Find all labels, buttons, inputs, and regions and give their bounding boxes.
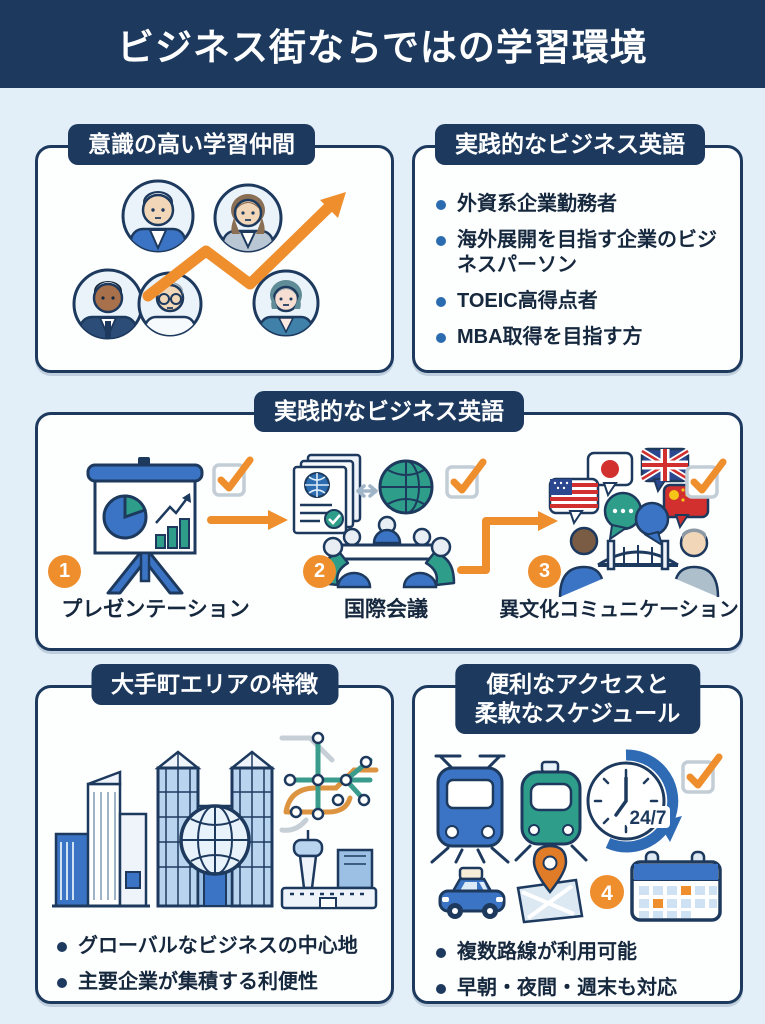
card-title-badge: 実践的なビジネス英語 [254, 391, 524, 432]
card-title-badge: 便利なアクセスと 柔軟なスケジュール [454, 664, 701, 734]
header-banner: ビジネス街ならではの学習環境 [0, 0, 765, 88]
japan-flag-icon [586, 451, 634, 498]
step-label: プレゼンテーション [61, 598, 250, 621]
area-bullet-list: グローバルなビジネスの中心地 主要企業が集積する利便性 [54, 934, 384, 1006]
us-flag-icon [548, 477, 600, 526]
city-buildings-icon [52, 770, 150, 908]
list-item: グローバルなビジネスの中心地 [54, 934, 384, 959]
card-practice-steps: 実践的なビジネス英語 1 プレゼンテーション [35, 391, 743, 651]
step-number-badge: 4 [590, 875, 624, 909]
card-learner-types: 実践的なビジネス英語 外資系企業勤務者 海外展開を目指す企業のビジネスパーソン … [412, 124, 743, 373]
bullet-dot-icon [436, 948, 446, 958]
business-district-illustration [52, 731, 379, 910]
step-arrow-icon [207, 510, 288, 530]
page-title: ビジネス街ならではの学習環境 [117, 27, 648, 68]
bullet-dot-icon [57, 978, 67, 988]
checkbox-check-icon [681, 753, 723, 794]
metro-map-icon [279, 731, 379, 833]
growth-arrow-icon [142, 192, 346, 302]
list-item: MBA取得を目指す方 [433, 325, 725, 350]
step-label: 異文化コミュニケーション [499, 599, 739, 621]
bridge-icon [597, 539, 679, 571]
card-access-schedule: 便利なアクセスと 柔軟なスケジュール [412, 664, 743, 1004]
list-item: 海外展開を目指す企業のビジネスパーソン [433, 228, 725, 278]
avatar-woman-teal-icon [252, 269, 320, 337]
card-study-peers: 意識の高い学習仲間 [35, 124, 394, 373]
bullet-dot-icon [436, 200, 446, 210]
bullet-dot-icon [436, 333, 446, 343]
avatar-man-navy-suit-icon [72, 268, 144, 340]
bullet-text: TOEIC高得点者 [457, 290, 598, 312]
bullet-text: MBA取得を目指す方 [457, 326, 643, 348]
clock-label: 24/7 [630, 808, 667, 829]
card-otemachi-area: 大手町エリアの特徴 [35, 664, 394, 1006]
presentation-board-icon [86, 457, 204, 595]
list-item: 主要企業が集積する利便性 [54, 970, 384, 995]
step-number-badge: 1 [48, 555, 81, 588]
uk-flag-icon [640, 447, 690, 494]
access-bullet-list: 複数路線が利用可能 早朝・夜間・週末も対応 [433, 940, 728, 1012]
bullet-text: 外資系企業勤務者 [457, 193, 617, 215]
card-title-badge: 意識の高い学習仲間 [68, 124, 315, 165]
airport-icon [280, 830, 378, 910]
calendar-icon [630, 850, 722, 922]
bullet-text: 早朝・夜間・週末も対応 [457, 977, 677, 999]
list-item: TOEIC高得点者 [433, 289, 725, 314]
avatars-growth-illustration [72, 179, 346, 340]
checkbox-check-icon [212, 456, 254, 497]
map-pin-icon [516, 844, 584, 924]
bullet-dot-icon [436, 297, 446, 307]
clock-24-7-icon: 24/7 [586, 749, 682, 853]
step-number-text: 4 [601, 882, 613, 905]
learner-bullet-list: 外資系企業勤務者 海外展開を目指す企業のビジネスパーソン TOEIC高得点者 M… [433, 192, 725, 361]
badge-line2: 柔軟なスケジュール [474, 699, 681, 726]
bullet-dot-icon [436, 236, 446, 246]
avatar-man-blue-suit-icon [121, 179, 195, 253]
list-item: 複数路線が利用可能 [433, 940, 728, 965]
step-elbow-arrow-icon [457, 511, 558, 574]
train-icon [514, 760, 588, 862]
talking-people-icon [558, 526, 720, 598]
china-flag-icon [662, 483, 710, 530]
bullet-text: 海外展開を目指す企業のビジネスパーソン [457, 229, 717, 276]
list-item: 早朝・夜間・週末も対応 [433, 976, 728, 1001]
card-title-badge: 大手町エリアの特徴 [91, 664, 338, 705]
twin-towers-globe-icon [154, 750, 276, 908]
checkbox-check-icon [685, 458, 727, 499]
train-icon [430, 754, 510, 864]
step-number-badge: 2 [303, 555, 336, 588]
bullet-text: グローバルなビジネスの中心地 [78, 935, 358, 957]
flag-speech-bubbles-icon [548, 447, 720, 598]
card-title-badge: 実践的なビジネス英語 [435, 124, 705, 165]
bullet-dot-icon [436, 984, 446, 994]
access-schedule-illustration: 24/7 [430, 749, 723, 924]
bullet-text: 主要企業が集積する利便性 [78, 971, 318, 993]
bullet-dot-icon [57, 942, 67, 952]
list-item: 外資系企業勤務者 [433, 192, 725, 217]
step-label: 国際会議 [344, 598, 428, 621]
bullet-text: 複数路線が利用可能 [457, 941, 637, 963]
chat-bubbles-icon [603, 491, 670, 548]
checkbox-check-icon [445, 458, 487, 499]
taxi-icon [438, 866, 506, 919]
badge-line1: 便利なアクセスと [486, 671, 669, 697]
meeting-documents-globe-icon [292, 453, 456, 589]
step-number-badge: 3 [528, 555, 561, 588]
